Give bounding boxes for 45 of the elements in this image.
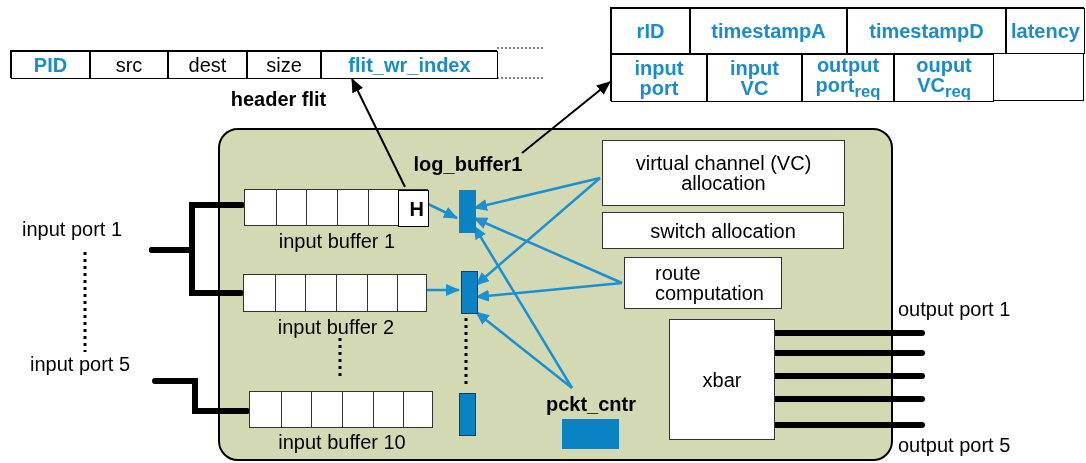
header-field: size (247, 51, 321, 79)
allocator-box: switch allocation (602, 212, 844, 249)
dotted-line (464, 318, 468, 387)
port-label: output port 5 (898, 434, 1011, 457)
arrow (425, 284, 460, 296)
header-field: flit_wr_index (321, 51, 498, 79)
log-buffer (461, 271, 478, 314)
router-panel (218, 128, 893, 461)
allocator-box: virtual channel (VC) allocation (602, 140, 845, 206)
node-label: input buffer 1 (277, 230, 397, 253)
node-label: header flit (229, 88, 328, 111)
arrow (473, 176, 601, 211)
arrow (473, 216, 623, 285)
wire-line (152, 378, 250, 414)
wire-line (149, 247, 244, 296)
arrow (472, 225, 574, 389)
routing-box: route computation (624, 257, 782, 309)
header-slot: H (398, 190, 429, 227)
record-table (610, 7, 1084, 101)
port-label: input port 5 (30, 353, 160, 381)
record-field: rID (611, 8, 690, 54)
record-field: latency (1006, 8, 1085, 54)
header-field: src (90, 51, 168, 79)
node-label: input buffer 10 (277, 431, 407, 454)
node-label: log_buffer1 (412, 153, 524, 176)
arrow (351, 78, 406, 188)
arrow (521, 81, 611, 154)
node-label: pckt_cntr (545, 393, 637, 416)
record-field: input port (611, 54, 707, 102)
record-field: timestampD (847, 8, 1006, 54)
record-field: ouput VC$_{req}$ (894, 54, 994, 102)
header-field: dest (168, 51, 247, 79)
arrow (475, 311, 573, 389)
log-buffer (459, 393, 476, 436)
arrow (475, 281, 623, 302)
dotted-line (83, 252, 87, 352)
arrow (475, 177, 601, 286)
record-field: timestampA (690, 8, 847, 54)
crossbar-box: xbar (669, 319, 775, 440)
port-label: output port 1 (898, 298, 1011, 321)
header-field: PID (11, 51, 90, 79)
record-field: input VC (707, 54, 802, 102)
record-field: output port$_{req}$ (802, 54, 894, 102)
port-label: input port 1 (22, 218, 152, 246)
node-label: input buffer 2 (276, 316, 396, 339)
